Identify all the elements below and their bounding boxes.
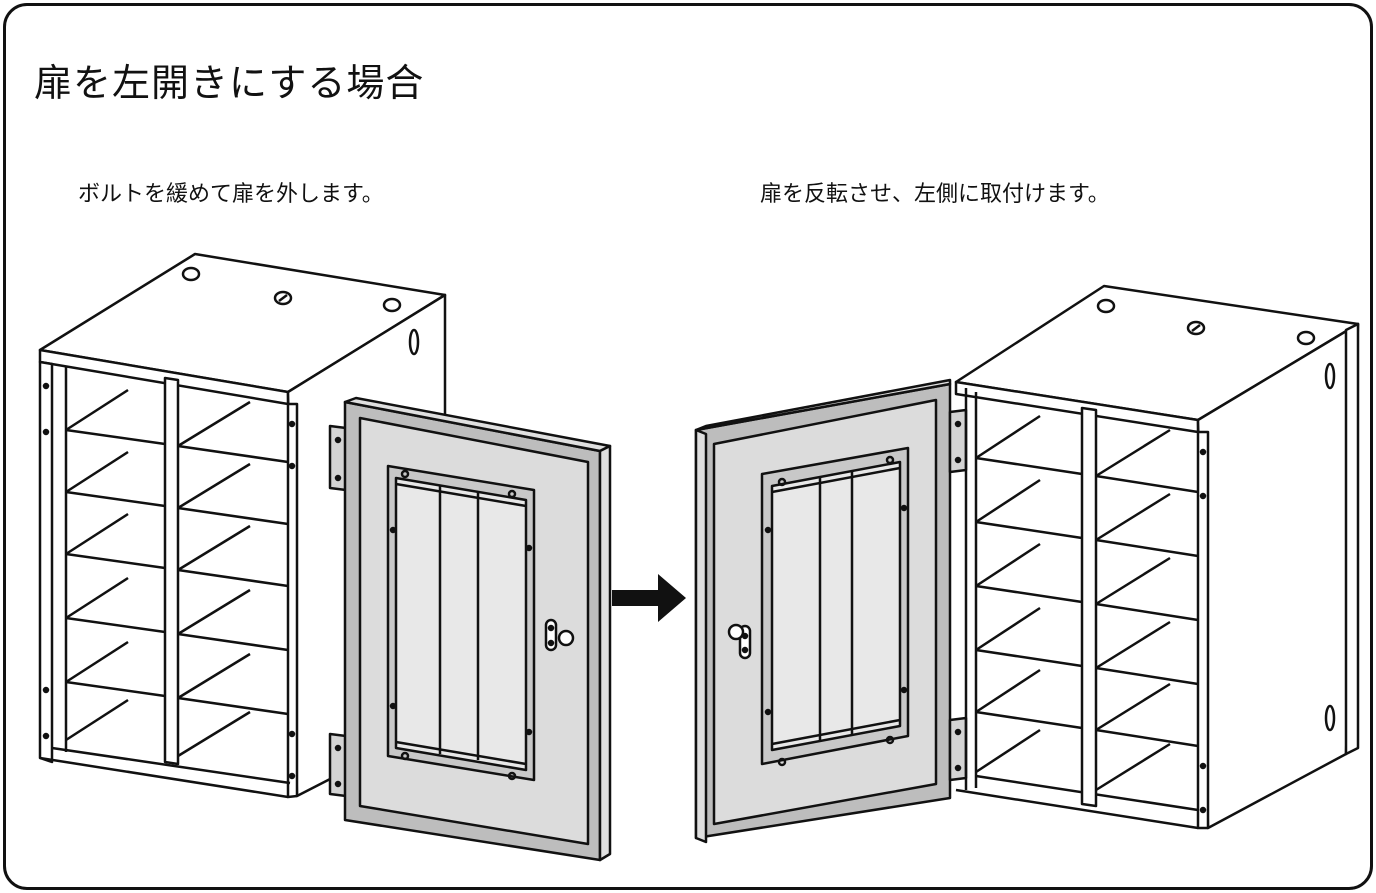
door-right: [694, 378, 968, 844]
step1-caption: ボルトを緩めて扉を外します。: [78, 182, 384, 207]
door-left: [328, 396, 612, 862]
right-arrow-icon: [612, 574, 686, 622]
page-title: 扉を左開きにする場合: [34, 61, 425, 105]
cabinet-right: [954, 284, 1360, 830]
step2-caption: 扉を反転させ、左側に取付けます。: [760, 182, 1110, 207]
